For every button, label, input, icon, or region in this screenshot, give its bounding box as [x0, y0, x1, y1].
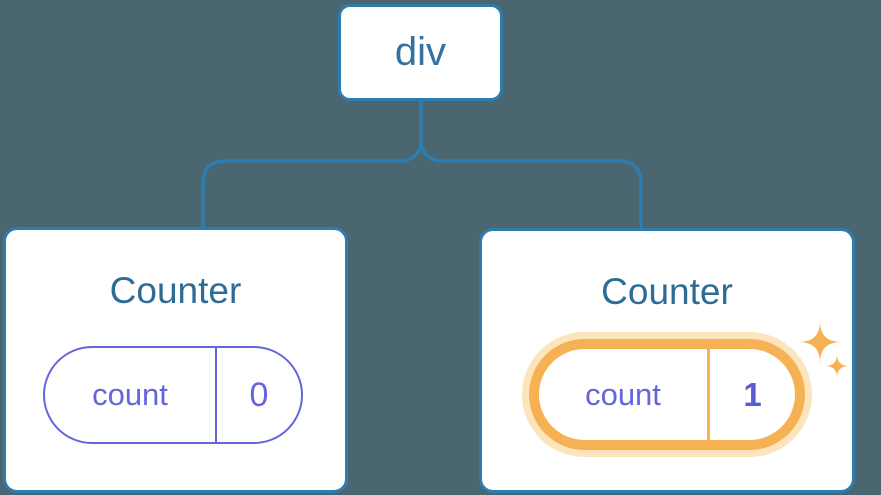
- state-key: count: [92, 377, 168, 412]
- state-value: 0: [249, 375, 269, 414]
- counter-card-right: Counter count 1: [479, 228, 855, 493]
- state-pill-divider: [215, 348, 217, 442]
- state-key: count: [585, 376, 661, 412]
- root-node-div: div: [338, 4, 503, 101]
- component-title: Counter: [601, 271, 733, 312]
- state-pill-divider: [707, 349, 710, 440]
- state-value: 1: [743, 375, 762, 413]
- counter-card-left: Counter count 0: [3, 227, 348, 493]
- root-node-label: div: [394, 30, 447, 74]
- component-title: Counter: [109, 270, 242, 311]
- sparkles-icon: [799, 321, 849, 378]
- state-pill: count 0: [43, 346, 303, 444]
- state-pill-highlighted: count 1: [529, 339, 805, 450]
